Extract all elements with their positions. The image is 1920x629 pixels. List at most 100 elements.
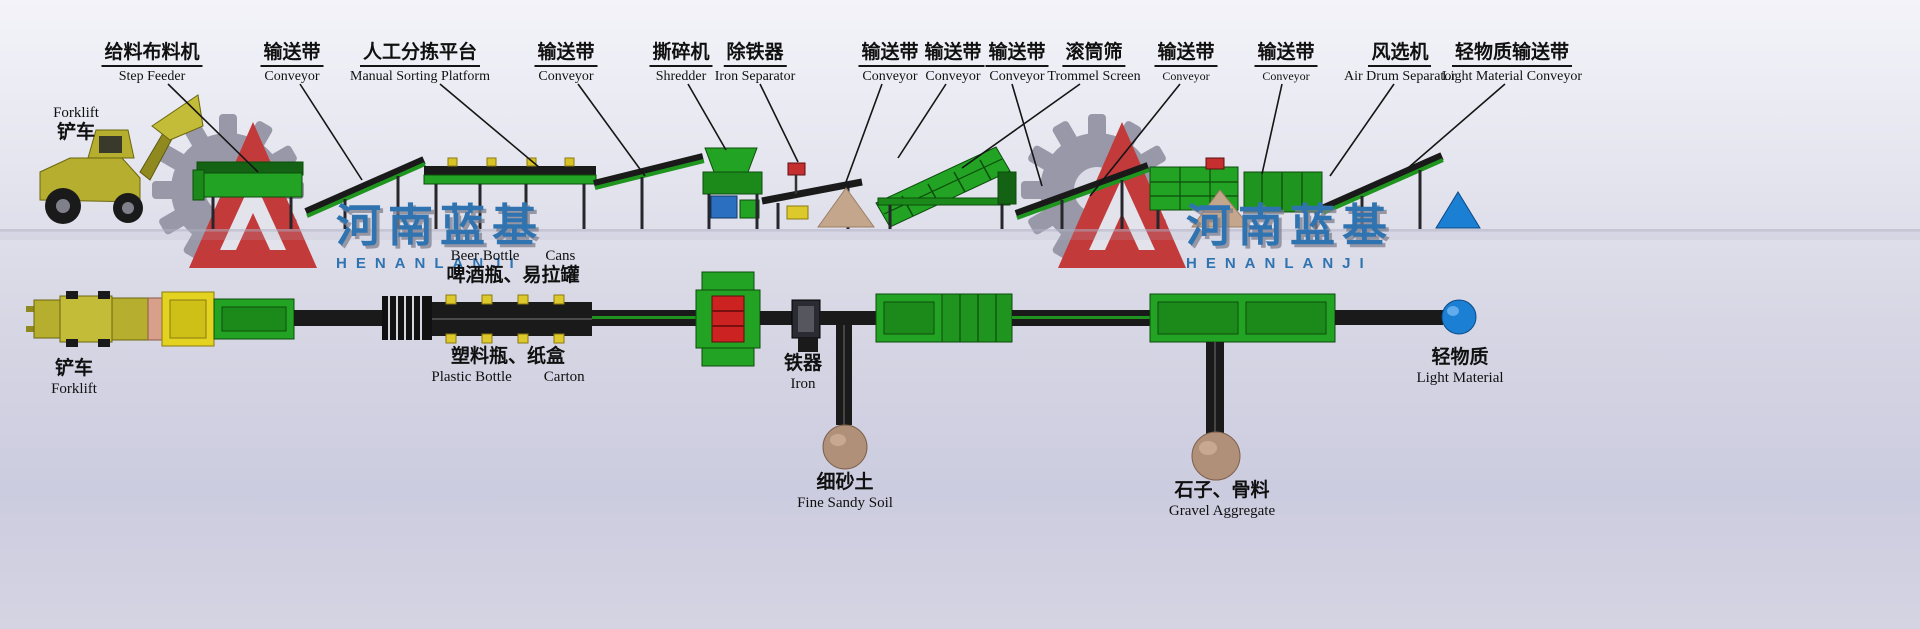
label-light-material-conveyor: 轻物质输送带 Light Material Conveyor	[1442, 42, 1582, 85]
label-manual-sorting-platform-cn: 人工分拣平台	[359, 42, 480, 67]
label-conveyor-1-cn: 输送带	[260, 42, 324, 67]
label-beer-bottle-en: Beer Bottle	[450, 248, 520, 264]
label-conveyor-7-en: Conveyor	[1262, 69, 1310, 83]
label-conveyor-2-en: Conveyor	[538, 69, 594, 84]
label-iron: 铁器 Iron	[784, 353, 822, 393]
label-air-drum-separator-en: Air Drum Separator	[1344, 69, 1456, 84]
label-manual-sorting-platform-en: Manual Sorting Platform	[350, 69, 490, 84]
label-conveyor-5-cn: 输送带	[985, 42, 1049, 67]
label-light-material-en: Light Material	[1416, 370, 1504, 386]
plan-belt-3	[760, 311, 792, 325]
plan-shredder	[695, 271, 761, 367]
label-shredder-cn: 撕碎机	[649, 42, 713, 67]
plan-air-separator	[1149, 293, 1336, 343]
plan-belt-2	[592, 310, 698, 326]
label-carton-en: Carton	[543, 369, 585, 385]
label-iron-en: Iron	[790, 376, 816, 392]
plan-trommel	[875, 293, 1013, 343]
label-light-material-cn: 轻物质	[1431, 347, 1489, 368]
label-air-drum-separator: 风选机 Air Drum Separator	[1344, 42, 1456, 85]
label-iron-cn: 铁器	[783, 353, 823, 374]
floor-shadow	[0, 231, 1920, 240]
label-gravel-aggregate-cn: 石子、骨料	[1174, 480, 1270, 501]
plan-feed-section	[147, 291, 295, 347]
label-fine-sandy-soil-cn: 细砂土	[816, 472, 874, 493]
label-conveyor-7: 输送带 Conveyor	[1254, 42, 1318, 85]
label-gravel-aggregate: 石子、骨料 Gravel Aggregate	[1169, 480, 1275, 520]
label-forklift-bottom-en: Forklift	[51, 381, 97, 397]
label-conveyor-6: 输送带 Conveyor	[1154, 42, 1218, 85]
label-conveyor-3-cn: 输送带	[858, 42, 922, 67]
label-shredder-en: Shredder	[655, 69, 707, 84]
label-conveyor-2-cn: 输送带	[534, 42, 598, 67]
shredder-machine	[702, 147, 763, 229]
floor-line	[0, 229, 1920, 232]
label-conveyor-5: 输送带 Conveyor	[985, 42, 1049, 85]
watermark-en: HENANLANJI	[336, 255, 523, 272]
plan-belt-5	[1012, 310, 1150, 326]
label-step-feeder: 给料布料机 Step Feeder	[101, 42, 203, 85]
plan-iron-separator	[791, 299, 821, 352]
label-trommel-screen-cn: 滚筒筛	[1062, 42, 1126, 67]
label-fine-sandy-soil: 细砂土 Fine Sandy Soil	[797, 472, 893, 512]
plan-belt-6	[1335, 310, 1443, 325]
label-step-feeder-en: Step Feeder	[118, 69, 186, 84]
label-iron-separator-en: Iron Separator	[714, 69, 796, 84]
label-forklift-bottom-cn: 铲车	[54, 358, 93, 379]
label-light-material-conveyor-en: Light Material Conveyor	[1442, 69, 1582, 84]
plan-grate-section	[382, 296, 432, 340]
label-cans-en: Cans	[545, 248, 576, 264]
label-conveyor-4-cn: 输送带	[921, 42, 985, 67]
label-iron-separator-cn: 除铁器	[723, 42, 787, 67]
label-beer-cans-row: Beer Bottle Cans	[451, 247, 576, 265]
label-plastic-bottle-en: Plastic Bottle	[431, 369, 512, 385]
label-forklift-upper: Forklift 铲车	[53, 104, 99, 144]
label-air-drum-separator-cn: 风选机	[1368, 42, 1432, 67]
forklift-plan-view	[26, 291, 149, 347]
blue-cone	[1435, 191, 1481, 229]
light-material-sphere	[1441, 299, 1477, 335]
label-conveyor-3-en: Conveyor	[862, 69, 918, 84]
label-plastic-carton: 塑料瓶、纸盒 Plastic Bottle Carton	[431, 346, 584, 386]
manual-sorting-platform-machine	[423, 157, 597, 229]
leader-lines	[167, 83, 1506, 197]
label-forklift-upper-en: Forklift	[53, 105, 99, 121]
watermark-text-right: 河南蓝基 HENANLANJI	[1186, 200, 1395, 273]
label-shredder: 撕碎机 Shredder	[649, 42, 713, 85]
label-beer-cans-cn: 啤酒瓶、易拉罐	[446, 265, 580, 286]
label-conveyor-4: 输送带 Conveyor	[921, 42, 985, 85]
label-manual-sorting-platform: 人工分拣平台 Manual Sorting Platform	[350, 42, 490, 85]
trommel-screen-machine	[875, 146, 1017, 229]
label-conveyor-1-en: Conveyor	[264, 69, 320, 84]
plan-belt-1	[294, 310, 382, 326]
watermark-cn: 河南蓝基	[1186, 200, 1395, 251]
plan-sorting-belt	[432, 294, 592, 344]
watermark-text-left: 河南蓝基 HENANLANJI	[336, 200, 545, 273]
label-conveyor-2: 输送带 Conveyor	[534, 42, 598, 85]
step-feeder-machine	[192, 161, 304, 229]
label-light-material-conveyor-cn: 轻物质输送带	[1451, 42, 1572, 67]
label-trommel-screen: 滚筒筛 Trommel Screen	[1047, 42, 1140, 85]
label-forklift-bottom: 铲车 Forklift	[51, 358, 97, 398]
label-conveyor-3: 输送带 Conveyor	[858, 42, 922, 85]
label-plastic-carton-row: Plastic Bottle Carton	[431, 368, 584, 386]
label-gravel-aggregate-en: Gravel Aggregate	[1168, 503, 1276, 519]
material-pile-1	[817, 187, 875, 228]
gravel-drop-conveyor	[1191, 342, 1241, 481]
label-trommel-screen-en: Trommel Screen	[1047, 69, 1141, 84]
watermark-en: HENANLANJI	[1186, 255, 1373, 272]
label-light-material: 轻物质 Light Material	[1416, 347, 1503, 387]
label-conveyor-7-cn: 输送带	[1254, 42, 1318, 67]
inclined-conveyor-2	[593, 153, 705, 229]
label-conveyor-4-en: Conveyor	[925, 69, 981, 84]
label-conveyor-1: 输送带 Conveyor	[260, 42, 324, 85]
watermark-cn: 河南蓝基	[336, 200, 545, 251]
material-pile-2	[1190, 189, 1252, 228]
label-conveyor-6-en: Conveyor	[1162, 69, 1210, 83]
label-conveyor-5-en: Conveyor	[989, 69, 1045, 84]
label-plastic-carton-cn: 塑料瓶、纸盒	[450, 346, 565, 367]
forklift-side-view	[39, 94, 204, 224]
label-iron-separator: 除铁器 Iron Separator	[715, 42, 795, 85]
